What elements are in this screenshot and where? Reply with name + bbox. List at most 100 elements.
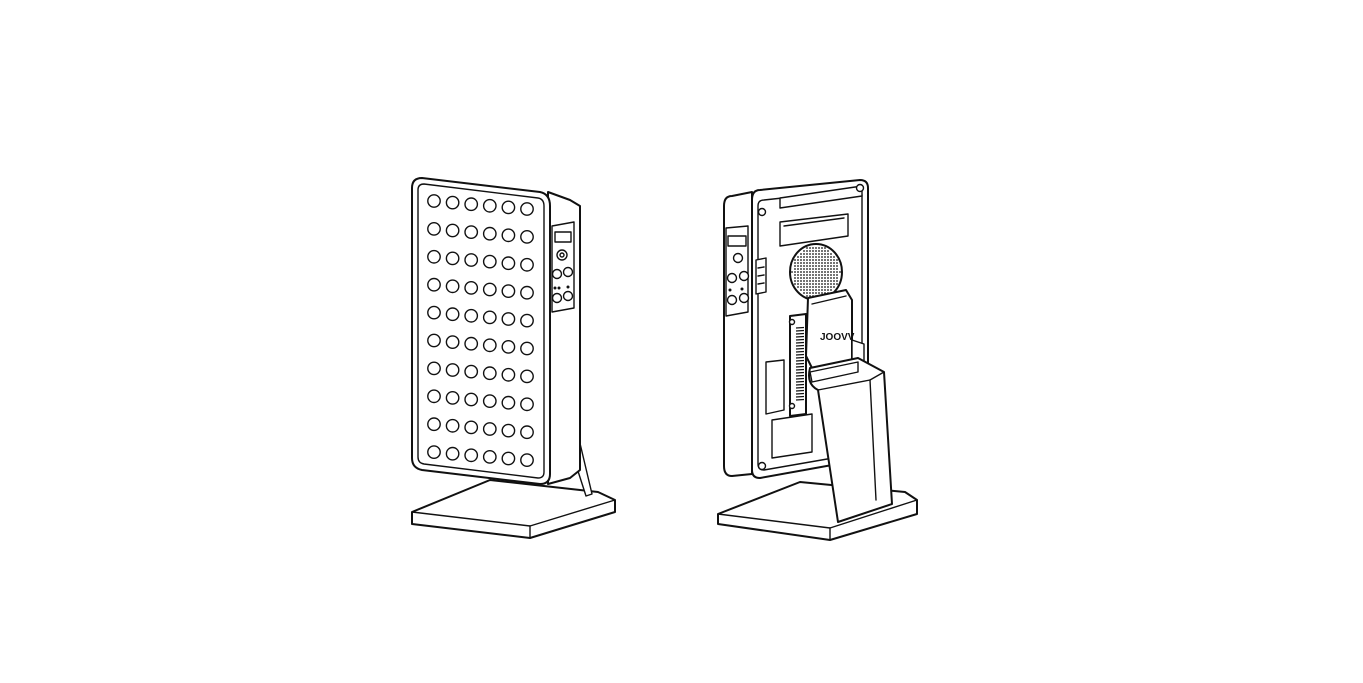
grille-hole [797,271,799,273]
grille-hole [836,268,838,270]
mode-button-icon[interactable] [738,292,750,304]
grille-hole [815,256,817,258]
grille-hole [836,283,838,285]
mount-rail-teeth [795,326,805,401]
display-window-icon [554,231,572,243]
grille-hole [803,259,805,261]
mode-button-icon[interactable] [726,294,738,306]
grille-hole [803,265,805,267]
grille-hole [800,265,802,267]
grille-hole [827,268,829,270]
rail-tooth [795,335,805,338]
grille-hole [806,277,808,279]
power-button-icon[interactable] [732,252,744,264]
grille-hole [833,280,835,282]
grille-hole [812,292,814,294]
grille-hole [818,268,820,270]
led-icon [445,335,460,349]
grille-hole [809,256,811,258]
mode-button-icon[interactable] [551,268,563,280]
led-icon [520,453,534,467]
led-icon [520,229,534,244]
grille-hole [821,289,823,291]
grille-hole [818,250,820,252]
grille-hole [815,259,817,261]
led-icon [445,223,460,238]
grille-hole [803,271,805,273]
mode-button-icon[interactable] [562,266,574,278]
led-icon [520,257,534,272]
grille-hole [821,274,823,276]
grille-hole [797,277,799,279]
indicator-dot-icon [557,286,561,290]
grille-hole [809,265,811,267]
grille-hole [827,256,829,258]
grille-hole [818,274,820,276]
rail-tooth [795,386,805,389]
led-icon [445,390,460,405]
mode-button-icon[interactable] [726,272,738,284]
grille-hole [827,271,829,273]
grille-hole [815,274,817,276]
grille-hole [827,259,829,261]
led-icon [501,451,516,466]
grille-hole [797,274,799,276]
grille-hole [794,265,796,267]
grille-hole [833,268,835,270]
grille-hole [830,256,832,258]
grille-hole [812,268,814,270]
grille-hole [794,262,796,264]
indicator-dot-icon [553,286,557,290]
grille-hole [830,283,832,285]
grille-hole [818,253,820,255]
grille-hole [821,277,823,279]
led-icon [427,305,441,320]
grille-hole [806,259,808,261]
rear-stand-arm [808,357,893,523]
grille-hole [809,280,811,282]
led-icon [482,226,497,241]
led-icon [464,364,479,379]
grille-hole [815,253,817,255]
mode-button-icon[interactable] [562,290,574,302]
led-icon [445,363,460,377]
grille-hole [806,256,808,258]
grille-hole [818,256,820,258]
grille-hole [827,265,829,267]
grille-hole [821,286,823,288]
grille-hole [821,265,823,267]
grille-hole [800,283,802,285]
grille-hole [824,280,826,282]
led-icon [427,333,441,348]
grille-hole [794,271,796,273]
led-icon [482,282,497,297]
grille-hole [806,262,808,264]
fan-grille-icon [789,243,843,301]
grille-hole [809,286,811,288]
grille-hole [821,268,823,270]
grille-hole [797,262,799,264]
led-icon [482,338,497,353]
grille-hole [803,250,805,252]
led-icon [427,417,441,432]
grille-hole [824,256,826,258]
power-button-icon[interactable] [556,249,568,261]
grille-hole [800,268,802,270]
grille-hole [836,277,838,279]
grille-hole [809,250,811,252]
led-icon [501,284,516,298]
grille-hole [800,277,802,279]
grille-hole [821,256,823,258]
rail-tooth [795,356,805,359]
led-icon [427,445,441,459]
grille-hole [803,256,805,258]
grille-hole [830,259,832,261]
grille-hole [803,277,805,279]
rail-tooth [795,389,805,392]
grille-hole [815,292,817,294]
power-button-center [559,252,565,258]
led-icon [520,369,534,384]
grille-hole [818,292,820,294]
mode-button-icon[interactable] [551,292,563,304]
mode-button-icon[interactable] [738,270,750,282]
